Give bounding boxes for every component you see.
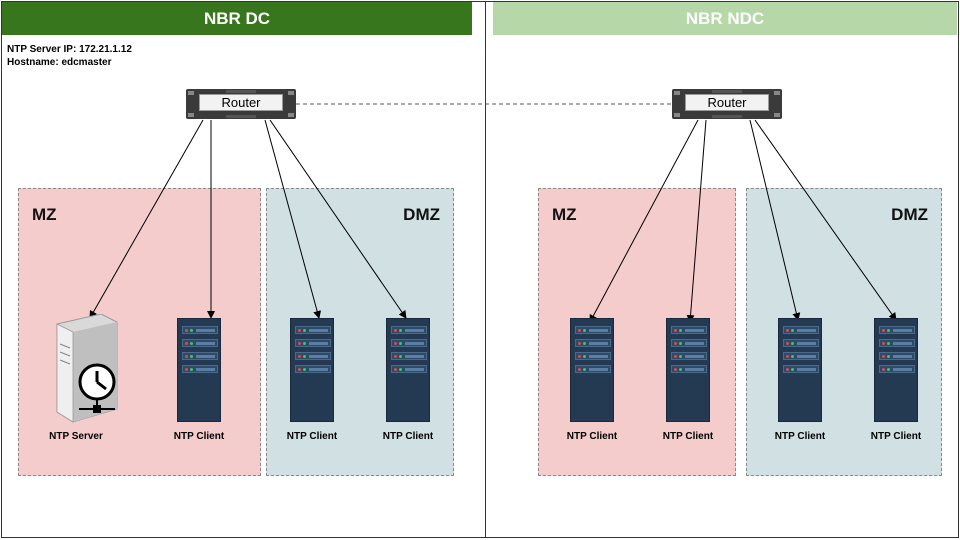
server-rack-icon xyxy=(666,318,710,422)
site-title-dc: NBR DC xyxy=(203,8,271,28)
link-ndc-dmz-client-1 xyxy=(749,119,801,321)
zone-label-mz-ndc: MZ xyxy=(552,205,577,224)
server-rack-icon xyxy=(177,318,221,422)
site-title-ndc: NBR NDC xyxy=(685,8,765,28)
ntp-client-ndc-dmz-2: NTP Client xyxy=(871,318,921,446)
ntp-server-label: NTP Server xyxy=(49,431,103,442)
router-label-dc: Router xyxy=(199,94,283,111)
ntp-client-dc-mz: NTP Client xyxy=(174,318,224,446)
server-rack-icon xyxy=(570,318,614,422)
router-dc: Router xyxy=(186,89,296,119)
ntp-server-node: NTP Server xyxy=(45,314,135,444)
link-ndc-mz-client-1 xyxy=(589,119,699,323)
ntp-client-label: NTP Client xyxy=(870,431,922,442)
server-rack-icon xyxy=(290,318,334,422)
link-dc-dmz-client-2 xyxy=(269,119,407,319)
ntp-client-ndc-mz-2: NTP Client xyxy=(663,318,713,446)
site-header-ndc: NBR NDC xyxy=(493,2,957,35)
ntp-client-dc-dmz-1: NTP Client xyxy=(287,318,337,446)
router-icon xyxy=(674,90,780,118)
router-ndc: Router xyxy=(672,89,782,119)
link-ndc-mz-client-2 xyxy=(686,119,707,323)
time-server-icon xyxy=(56,314,118,423)
link-ndc-dmz-client-2 xyxy=(754,119,897,321)
ntp-client-label: NTP Client xyxy=(662,431,714,442)
zone-label-dmz-ndc: DMZ xyxy=(891,205,928,224)
site-divider xyxy=(485,1,486,538)
ntp-client-label: NTP Client xyxy=(566,431,618,442)
zone-label-mz-dc: MZ xyxy=(32,205,57,224)
ntp-client-dc-dmz-2: NTP Client xyxy=(383,318,433,446)
ntp-client-ndc-mz-1: NTP Client xyxy=(567,318,617,446)
server-rack-icon xyxy=(386,318,430,422)
server-rack-icon xyxy=(778,318,822,422)
hostname: Hostname: edcmaster xyxy=(7,57,112,68)
router-icon xyxy=(188,90,294,118)
ntp-client-label: NTP Client xyxy=(774,431,826,442)
ntp-client-label: NTP Client xyxy=(286,431,338,442)
server-rack-icon xyxy=(874,318,918,422)
ntp-server-ip: NTP Server IP: 172.21.1.12 xyxy=(7,44,132,55)
ntp-client-label: NTP Client xyxy=(173,431,225,442)
ntp-server-info: NTP Server IP: 172.21.1.12 Hostname: edc… xyxy=(7,43,132,69)
router-label-ndc: Router xyxy=(685,94,769,111)
ntp-client-ndc-dmz-1: NTP Client xyxy=(775,318,825,446)
ntp-client-label: NTP Client xyxy=(382,431,434,442)
link-dc-dmz-client-1 xyxy=(264,119,322,319)
zone-label-dmz-dc: DMZ xyxy=(403,205,440,224)
site-header-dc: NBR DC xyxy=(2,2,472,35)
link-dc-ntp-server xyxy=(89,119,204,319)
